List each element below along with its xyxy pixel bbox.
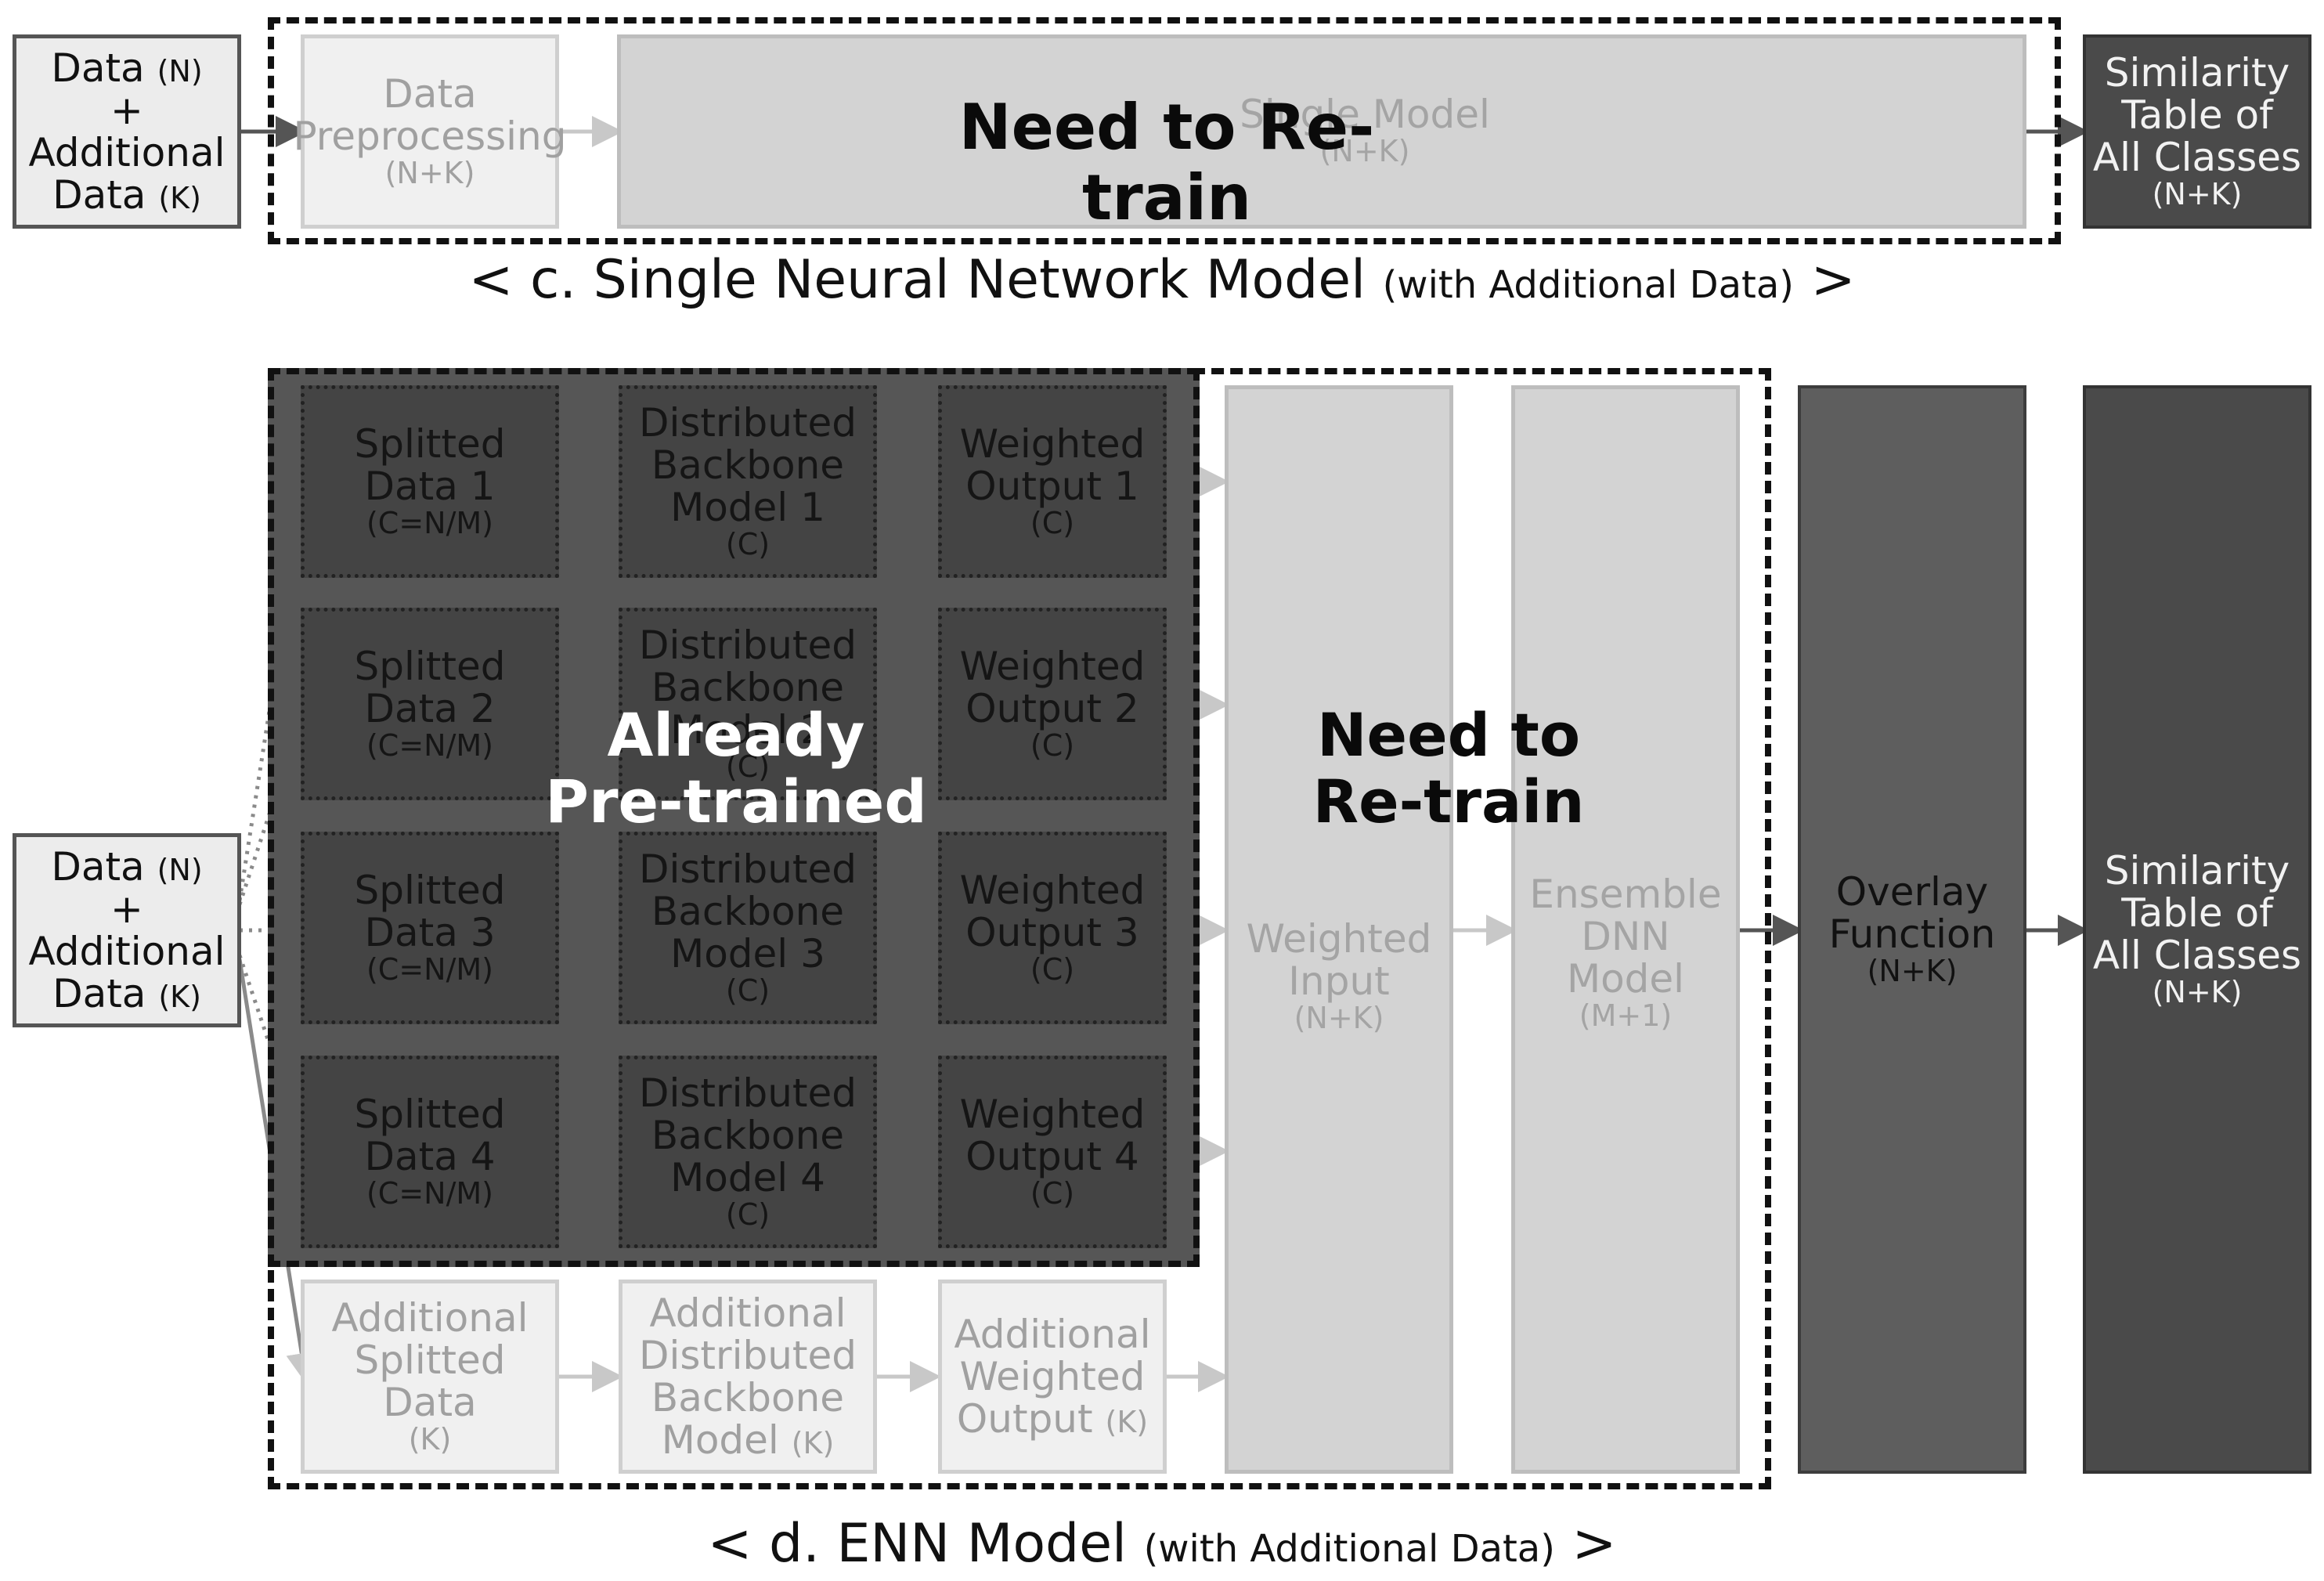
d-need-to-retrain-label: Need to Re-train (1312, 700, 1585, 837)
c-single-model-box: Single Model (N+K) (617, 34, 2026, 229)
d-similarity-table-box: Similarity Table of All Classes (N+K) (2083, 385, 2311, 1474)
c-input-data-box: Data (N) + Additional Data (K) (13, 34, 241, 229)
already-pretrained-label: Already Pre-trained (545, 700, 927, 837)
weighted-input-box: Weighted Input (N+K) (1225, 385, 1453, 1474)
c-need-to-retrain-label: Need to Re-train (958, 91, 1375, 234)
c-data-preprocessing-box: Data Preprocessing (N+K) (294, 34, 566, 229)
overlay-function-box: Overlay Function (N+K) (1798, 385, 2026, 1474)
c-caption: < c. Single Neural Network Model (with A… (468, 249, 1856, 311)
d-input-data-box: Data (N) + Additional Data (K) (13, 833, 241, 1027)
c-retrain-region (268, 17, 2061, 244)
single-model-sub: (N+K) (1319, 134, 1410, 168)
c-similarity-table-box: Similarity Table of All Classes (N+K) (2083, 34, 2311, 229)
ensemble-dnn-model-box: Ensemble DNN Model (M+1) (1511, 385, 1740, 1474)
single-model-label: Single Model (1240, 92, 1490, 137)
d-caption: < d. ENN Model (with Additional Data) > (707, 1513, 1617, 1575)
